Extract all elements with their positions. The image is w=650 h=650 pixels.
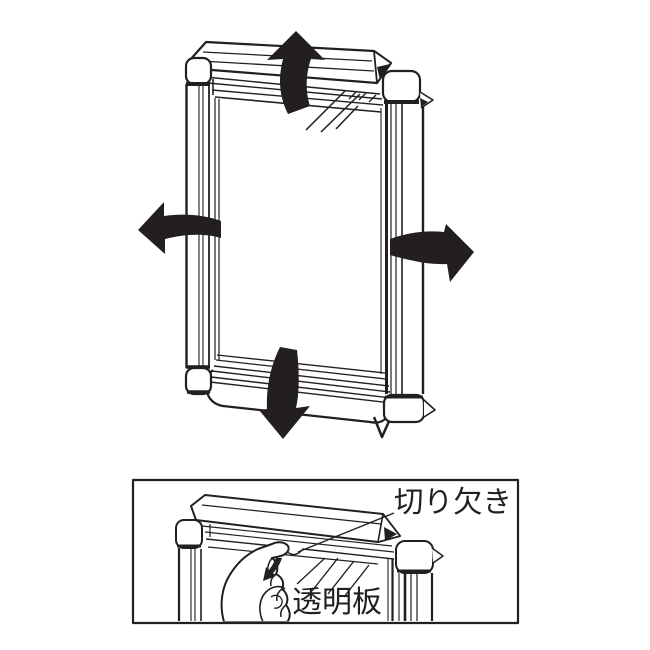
inset-corner-cap-right	[395, 540, 434, 574]
hand-illustration	[220, 541, 291, 622]
label-notch: 切り欠き	[394, 485, 512, 519]
corner-cap-bottom-right-wedge	[423, 399, 436, 418]
inset-top-rail-open	[190, 494, 401, 543]
transparent-panel	[214, 90, 387, 380]
flip-up-arrow-icon	[267, 31, 325, 114]
corner-cap-top-right	[381, 69, 422, 104]
detail-inset: 切り欠き 透明板	[131, 478, 520, 625]
bottom-rail-end-notch	[372, 416, 392, 439]
glass-shine-lines	[311, 557, 370, 598]
main-illustration	[138, 31, 474, 439]
flip-down-arrow-icon	[259, 347, 310, 439]
inset-border	[131, 478, 520, 625]
inset-right-rail	[398, 573, 434, 621]
corner-cap-bottom-left	[184, 366, 213, 396]
inset-cap-right-wedge	[431, 547, 444, 564]
pull-out-arrow-icon	[263, 558, 282, 581]
inset-frame-closeup	[175, 494, 444, 621]
corner-cap-top-left	[184, 56, 213, 86]
hinge-tick-marks	[348, 91, 377, 103]
corner-cap-bottom-right	[382, 393, 426, 424]
inset-panel-edge	[387, 558, 394, 621]
inset-left-rail	[177, 548, 202, 621]
label-transparent-panel: 透明板	[292, 585, 382, 620]
leader-line-notch	[297, 512, 395, 553]
leader-line-panel	[296, 557, 326, 585]
top-rail-end-fold	[373, 50, 392, 84]
inset-corner-cap-left	[175, 519, 203, 549]
flip-left-arrow-icon	[138, 202, 221, 254]
inset-rail-end-fold	[377, 513, 401, 543]
flip-right-arrow-icon	[390, 224, 474, 282]
glass-shine-lines	[305, 90, 361, 133]
